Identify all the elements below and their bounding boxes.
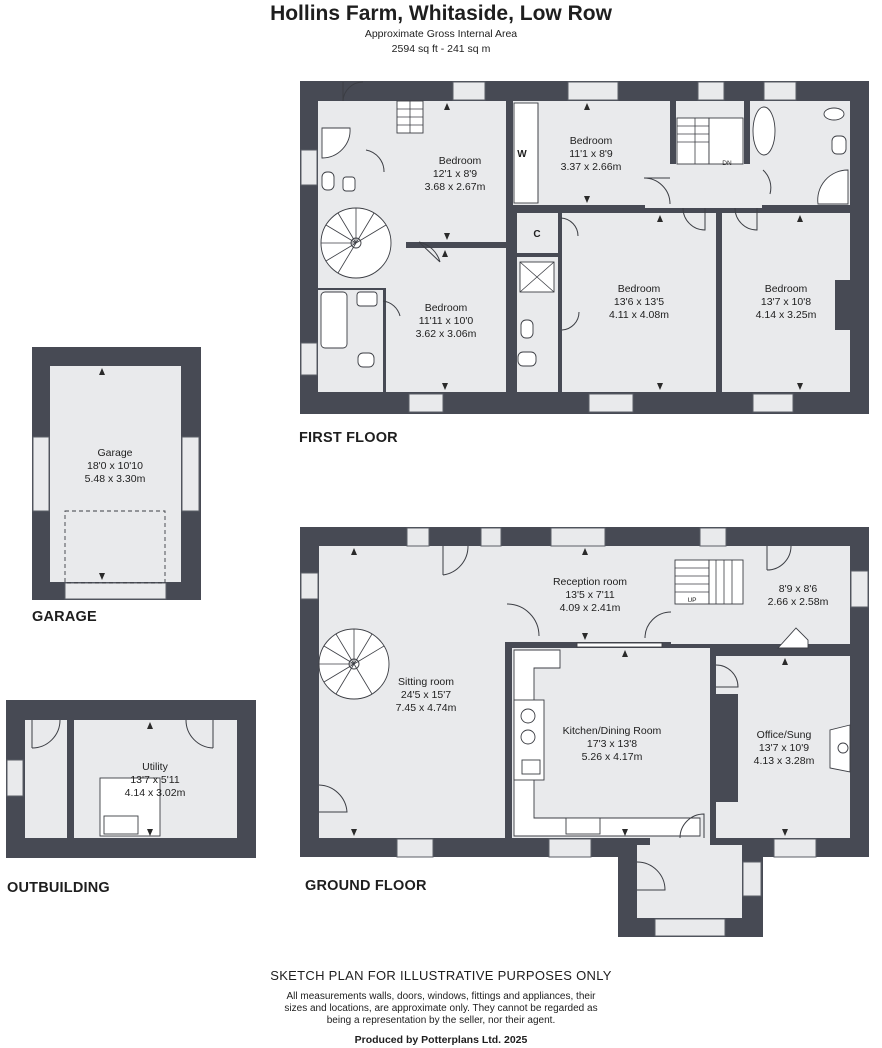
- outbuilding-floor-label: OUTBUILDING: [7, 880, 110, 896]
- ff-bedroom-3-room: [386, 248, 506, 392]
- utility-label: Utility: [142, 761, 168, 773]
- kitchen-dining-room: [512, 648, 710, 838]
- wardrobe: [513, 102, 539, 204]
- cupboard-label: C: [533, 229, 540, 240]
- small-room-imperial: 8'9 x 8'6: [779, 583, 818, 595]
- sitting-room-metric: 7.45 x 4.74m: [396, 702, 457, 714]
- sitting-room-imperial: 24'5 x 15'7: [401, 689, 451, 701]
- ff-corner-shower: [817, 169, 849, 205]
- ff-bedroom-2-imperial: 11'1 x 8'9: [569, 148, 613, 160]
- outbuilding-plan: [6, 700, 256, 858]
- ff-bedroom-4-label: Bedroom: [618, 283, 661, 295]
- disclaimer-line-3: being a representation by the seller, no…: [326, 1015, 556, 1026]
- garage-door-outline: [64, 510, 166, 584]
- utility-metric: 4.14 x 3.02m: [125, 787, 186, 799]
- area-subtitle: Approximate Gross Internal Area: [364, 28, 518, 40]
- ground-floor-label: GROUND FLOOR: [305, 878, 427, 894]
- utility-sink: [103, 815, 139, 835]
- reception-room-label: Reception room: [553, 576, 627, 588]
- ground-floor-plan: [300, 527, 869, 937]
- ff-bedroom-3-imperial: 11'11 x 10'0: [419, 315, 474, 327]
- ff-bedroom-5-metric: 4.14 x 3.25m: [756, 309, 817, 321]
- illustrative-notice: SKETCH PLAN FOR ILLUSTRATIVE PURPOSES ON…: [270, 968, 612, 983]
- ff-bedroom-5-label: Bedroom: [765, 283, 808, 295]
- stairs-up: [674, 559, 744, 605]
- reception-room-imperial: 13'5 x 7'11: [565, 589, 615, 601]
- ff-bedroom-5-imperial: 13'7 x 10'8: [761, 296, 811, 308]
- producer-credit: Produced by Potterplans Ltd. 2025: [354, 1034, 528, 1046]
- stairs-down: [676, 117, 744, 165]
- garage-floor-label: GARAGE: [32, 609, 97, 625]
- first-floor-label: FIRST FLOOR: [299, 430, 398, 446]
- stairs-down-label: DN: [722, 160, 732, 167]
- disclaimer: All measurements walls, doors, windows, …: [0, 991, 882, 1027]
- disclaimer-line-2: sizes and locations, are approximate onl…: [284, 1003, 598, 1014]
- stairs-up-label: UP: [687, 597, 696, 604]
- garage-imperial: 18'0 x 10'10: [87, 460, 143, 472]
- dimension-markers: [99, 103, 803, 836]
- kitchen-worktop: [513, 649, 701, 837]
- garage-metric: 5.48 x 3.30m: [85, 473, 146, 485]
- wardrobe-label: W: [517, 149, 527, 160]
- kitchen-imperial: 17'3 x 13'8: [587, 738, 637, 750]
- ff-bedroom-1-imperial: 12'1 x 8'9: [433, 168, 477, 180]
- reception-room: [505, 546, 671, 642]
- office-label: Office/Sung: [757, 729, 812, 741]
- spiral-staircase: [320, 207, 392, 279]
- small-room-metric: 2.66 x 2.58m: [768, 596, 829, 608]
- ff-wc-toilet: [321, 171, 335, 191]
- ff-bedroom-1-metric: 3.68 x 2.67m: [425, 181, 486, 193]
- garage-label: Garage: [97, 447, 132, 459]
- reception-room-metric: 4.09 x 2.41m: [560, 602, 621, 614]
- first-floor-plan: [300, 81, 869, 414]
- ff-landing: [645, 164, 762, 208]
- plan-title: Hollins Farm, Whitaside, Low Row: [270, 2, 612, 25]
- ff-bedroom-2-metric: 3.37 x 2.66m: [561, 161, 622, 173]
- gf-spiral-staircase: [318, 628, 390, 700]
- ff-bedroom-2-label: Bedroom: [570, 135, 613, 147]
- office-metric: 4.13 x 3.28m: [754, 755, 815, 767]
- garage-plan: [32, 347, 201, 600]
- utility-imperial: 13'7 x 5'11: [130, 774, 180, 786]
- sitting-room-label: Sitting room: [398, 676, 454, 688]
- ff-bath: [320, 291, 348, 349]
- ff-bedroom-5-room: [722, 213, 850, 392]
- kitchen-label: Kitchen/Dining Room: [563, 725, 662, 737]
- disclaimer-line-1: All measurements walls, doors, windows, …: [286, 991, 596, 1002]
- ff-bedroom-4-imperial: 13'6 x 13'5: [614, 296, 664, 308]
- ff-bedroom-1-label: Bedroom: [439, 155, 482, 167]
- ff-bedroom-3-label: Bedroom: [425, 302, 468, 314]
- area-total: 2594 sq ft - 241 sq m: [391, 43, 491, 55]
- ff-bedroom-4-metric: 4.11 x 4.08m: [609, 309, 669, 321]
- loft-stairs: [396, 100, 424, 134]
- office-imperial: 13'7 x 10'9: [759, 742, 809, 754]
- kitchen-metric: 5.26 x 4.17m: [582, 751, 643, 763]
- ff-bedroom-3-metric: 3.62 x 3.06m: [416, 328, 477, 340]
- ff-bedroom-2-room: [513, 101, 670, 205]
- corner-shower: [321, 127, 351, 159]
- roll-top-bath: [752, 106, 776, 156]
- porch: [637, 845, 742, 918]
- kitchen-sink: [565, 817, 601, 835]
- ff-bedroom-4-room: [562, 213, 716, 392]
